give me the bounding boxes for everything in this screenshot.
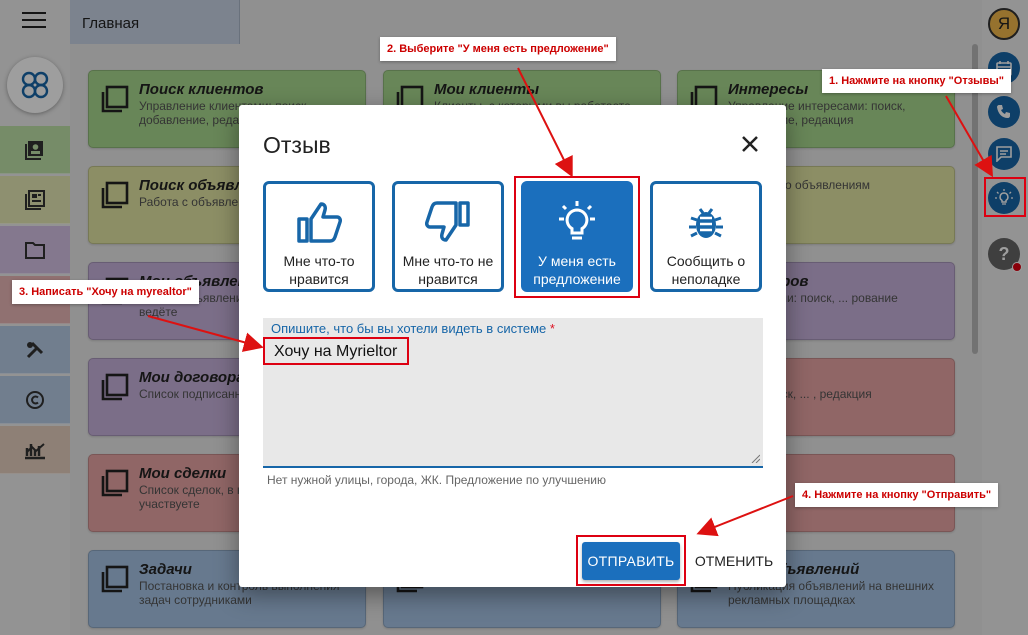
- folder-icon: [25, 241, 45, 259]
- cancel-button[interactable]: ОТМЕНИТЬ: [694, 553, 774, 569]
- option-dislike-label: Мне что-то не нравится: [402, 253, 494, 287]
- avatar-initial: Я: [997, 14, 1011, 33]
- option-like[interactable]: Мне что-то нравится: [263, 181, 375, 292]
- arrow-step4: [696, 495, 794, 537]
- sidebar-item-copyright[interactable]: [0, 376, 70, 424]
- option-bug-label: Сообщить о неполадке: [666, 253, 746, 287]
- card-title: Мои договора: [139, 369, 245, 386]
- highlight-feedback-button: [984, 177, 1026, 217]
- phone-icon: [997, 105, 1010, 118]
- card-title: Задачи: [139, 561, 192, 578]
- feedback-dialog: Отзыв Мне что-то нравится Мне что-то не …: [239, 105, 786, 587]
- option-suggestion-label: У меня есть предложение: [533, 253, 621, 287]
- card-icon: [101, 565, 129, 593]
- thumbs-down-icon: [425, 201, 470, 242]
- card-icon: [101, 181, 129, 209]
- resize-handle-icon[interactable]: [750, 453, 760, 463]
- highlight-textarea: [263, 337, 409, 365]
- highlight-suggestion: [514, 176, 640, 298]
- sidebar-item-tools[interactable]: [0, 326, 70, 374]
- sidebar-item-ads[interactable]: [0, 176, 70, 224]
- app-logo[interactable]: [7, 57, 63, 113]
- user-avatar[interactable]: Я: [988, 8, 1020, 40]
- lightbulb-icon: [995, 189, 1013, 205]
- arrow-step3: [147, 315, 264, 352]
- option-bug[interactable]: Сообщить о неполадке: [650, 181, 762, 292]
- highlight-send: [576, 535, 686, 586]
- arrow-step2: [517, 67, 573, 178]
- chart-icon: [25, 442, 45, 459]
- sidebar-item-analytics[interactable]: [0, 426, 70, 474]
- top-bar: [240, 0, 980, 44]
- feedback-button[interactable]: [988, 182, 1020, 214]
- card-title: Поиск клиентов: [139, 81, 264, 98]
- card-icon: [101, 373, 129, 401]
- annotation-step1: 1. Нажмите на кнопку "Отзывы": [822, 69, 1011, 93]
- menu-icon[interactable]: [22, 12, 46, 32]
- chat-icon: [996, 146, 1012, 162]
- tab-main[interactable]: Главная: [70, 0, 240, 44]
- textarea-hint: Нет нужной улицы, города, ЖК. Предложени…: [267, 473, 607, 487]
- copyright-icon: [26, 390, 44, 409]
- listings-icon: [25, 189, 45, 210]
- send-button[interactable]: ОТПРАВИТЬ: [582, 542, 680, 580]
- option-suggestion[interactable]: У меня есть предложение: [521, 181, 633, 292]
- right-toolbar: Я ?: [982, 0, 1028, 635]
- contacts-icon: [25, 140, 43, 160]
- thumbs-up-icon: [297, 202, 342, 243]
- card-title: Мои клиенты: [434, 81, 540, 98]
- scrollbar[interactable]: [972, 44, 978, 354]
- sidebar-item-contracts[interactable]: [0, 226, 70, 274]
- lightbulb-icon: [559, 201, 595, 240]
- dialog-title: Отзыв: [263, 132, 331, 158]
- option-like-label: Мне что-то нравится: [283, 253, 355, 287]
- close-icon[interactable]: [739, 133, 761, 155]
- phone-button[interactable]: [988, 96, 1020, 128]
- card-icon: [101, 469, 129, 497]
- tools-icon: [26, 341, 44, 358]
- question-icon: ?: [998, 243, 1010, 264]
- card-title: Мои сделки: [139, 465, 227, 482]
- arrow-step1: [945, 95, 994, 178]
- bug-icon: [689, 208, 723, 238]
- card-icon: [101, 85, 129, 113]
- feedback-textarea[interactable]: Опишите, что бы вы хотели видеть в систе…: [263, 318, 763, 468]
- left-sidebar: [0, 0, 70, 635]
- annotation-step2: 2. Выберите "У меня есть предложение": [380, 37, 616, 61]
- annotation-step4: 4. Нажмите на кнопку "Отправить": [795, 483, 999, 507]
- chat-button[interactable]: [988, 138, 1020, 170]
- notification-dot: [1012, 262, 1022, 272]
- card-title: Интересы: [728, 81, 809, 98]
- annotation-step3: 3. Написать "Хочу на myrealtor": [12, 280, 199, 304]
- textarea-label: Опишите, что бы вы хотели видеть в систе…: [271, 321, 555, 336]
- sidebar-item-clients[interactable]: [0, 126, 70, 174]
- option-dislike[interactable]: Мне что-то не нравится: [392, 181, 504, 292]
- textarea-value[interactable]: Хочу на Myrieltor: [274, 343, 398, 360]
